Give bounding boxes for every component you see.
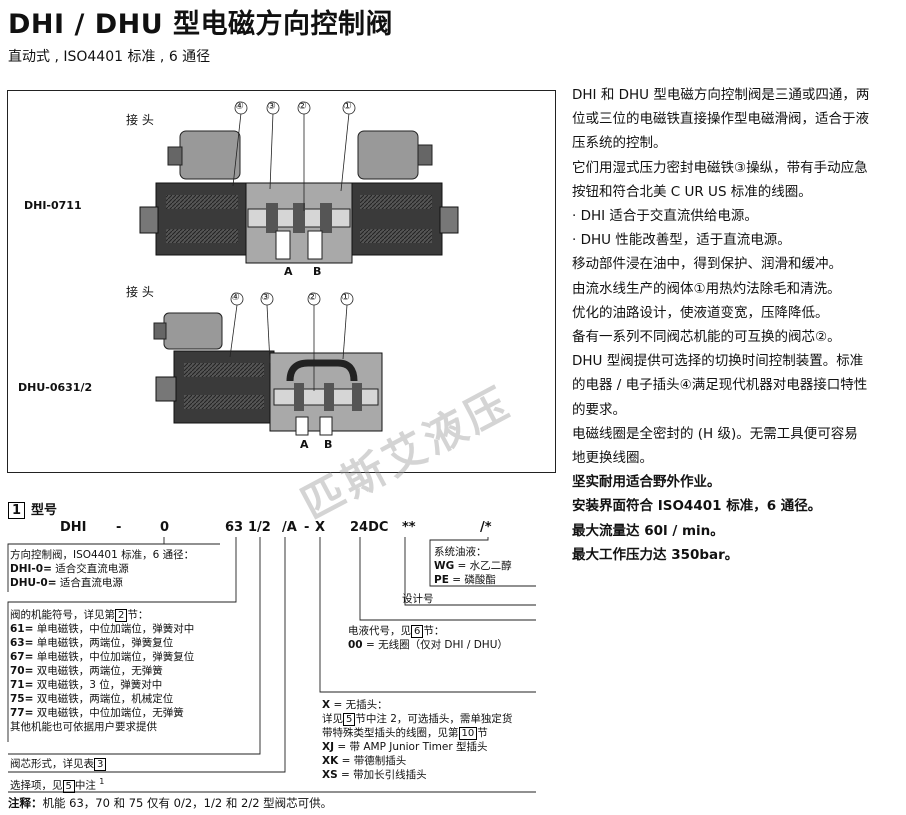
connector-label-top: 接 头 xyxy=(126,113,154,127)
callout-3-bottom: ③ xyxy=(261,292,270,303)
callout-4-bottom: ④ xyxy=(231,292,240,303)
function-item: 77= 双电磁铁，中位加端位，无弹簧 xyxy=(10,707,184,719)
description-line: · DHU 性能改善型，适于直流电源。 xyxy=(572,232,791,249)
connector-label-bottom: 接 头 xyxy=(126,285,154,299)
function-item: 70= 双电磁铁，两端位，无弹簧 xyxy=(10,665,163,677)
callout-2-top: ② xyxy=(298,101,307,112)
port-b-top: B xyxy=(313,265,322,278)
description-line: 按钮和符合北美 C UR US 标准的线圈。 xyxy=(572,183,812,200)
ordering-note: 注释：机能 63，70 和 75 仅有 0/2，1/2 和 2/2 型阀芯可供。 xyxy=(8,796,333,810)
description-line: DHI 和 DHU 型电磁方向控制阀是三通或四通，两 xyxy=(572,87,870,103)
description-line: · DHI 适合于交直流供给电源。 xyxy=(572,208,758,224)
description-line: 的要求。 xyxy=(572,401,626,418)
legend-design: 设计号 xyxy=(402,593,434,605)
page-subtitle: 直动式 , ISO4401 标准 , 6 通径 xyxy=(8,49,211,65)
description-line: 坚实耐用适合野外作业。 xyxy=(572,474,721,491)
description-line: 的电器 / 电子插头④满足现代机器对电器接口特性 xyxy=(572,377,868,394)
ordering-section-header: 1 型号 xyxy=(8,499,57,519)
description-line: 优化的油路设计，使液道变宽，压降降低。 xyxy=(572,304,829,321)
function-item: 61= 单电磁铁，中位加端位，弹簧对中 xyxy=(10,623,195,635)
description-line: 电磁线圈是全密封的 (H 级)。无需工具便可容易 xyxy=(572,425,858,442)
dhi-valve-drawing xyxy=(139,130,459,264)
code-seal: /* xyxy=(480,520,492,535)
callout-3-top: ③ xyxy=(267,101,276,112)
callout-2-bottom: ② xyxy=(308,292,317,303)
port-a-bottom: A xyxy=(300,438,309,451)
model-label-dhu: DHU-0631/2 xyxy=(18,381,93,394)
description-line: 压系统的控制。 xyxy=(572,135,667,152)
code-spool: 1/2 xyxy=(248,520,271,535)
code-dash-1: - xyxy=(116,520,122,535)
code-dhi: DHI xyxy=(60,520,87,535)
description-line: 备有一系列不同阀芯机能的可互换的阀芯②。 xyxy=(572,329,841,345)
section-title: 型号 xyxy=(31,503,58,518)
port-b-bottom: B xyxy=(324,438,333,451)
port-a-top: A xyxy=(284,265,293,278)
valve-drawings xyxy=(139,101,459,436)
description-line: 移动部件浸在油中，得到保护、润滑和缓冲。 xyxy=(572,256,842,273)
description-line: DHU 型阀提供可选择的切换时间控制装置。标准 xyxy=(572,353,864,370)
description-line: 由流水线生产的阀体①用热灼法除毛和清洗。 xyxy=(572,280,841,297)
code-design: ** xyxy=(402,520,416,535)
function-item: 67= 单电磁铁，中位加端位，弹簧复位 xyxy=(10,651,195,663)
description-line: 地更换线圈。 xyxy=(572,450,653,466)
code-dash-2: - xyxy=(304,520,310,535)
callout-1-top: ① xyxy=(343,101,352,112)
page-title: DHI / DHU 型电磁方向控制阀 xyxy=(8,9,394,40)
section-number: 1 xyxy=(8,502,26,519)
code-plug: X xyxy=(315,520,326,535)
model-label-dhi: DHI-0711 xyxy=(24,199,82,212)
code-option: /A xyxy=(282,520,297,535)
callout-1-bottom: ① xyxy=(341,292,350,303)
legend-type: 方向控制阀，ISO4401 标准，6 通径： DHI-0= 适合交直流电源 DH… xyxy=(10,549,195,589)
description-line: 它们用湿式压力密封电磁铁③操纵，带有手动应急 xyxy=(572,159,868,176)
function-item: 63= 单电磁铁，两端位，弹簧复位 xyxy=(10,637,174,649)
valve-figure: 接 头 DHI-0711 接 头 DHU-0631/2 ④ ③ ② ① ④ ③ … xyxy=(7,90,556,473)
description-line: 最大工作压力达 350bar。 xyxy=(572,546,739,563)
function-item: 71= 双电磁铁，3 位，弹簧对中 xyxy=(10,679,163,691)
function-item: 75= 双电磁铁，两端位，机械定位 xyxy=(10,693,174,705)
code-zero: 0 xyxy=(160,520,170,535)
description-line: 位或三位的电磁铁直接操作型电磁滑阀，适合于液 xyxy=(572,111,869,128)
code-voltage: 24DC xyxy=(350,520,389,535)
code-function: 63 xyxy=(225,520,244,535)
legend-seal: 系统油液： WG = 水乙二醇 PE = 磷酸酯 xyxy=(434,546,512,586)
description-line: 最大流量达 60l / min。 xyxy=(572,522,724,539)
callout-4-top: ④ xyxy=(235,101,244,112)
dhu-valve-drawing xyxy=(153,312,383,436)
description-line: 安装界面符合 ISO4401 标准，6 通径。 xyxy=(572,498,822,515)
